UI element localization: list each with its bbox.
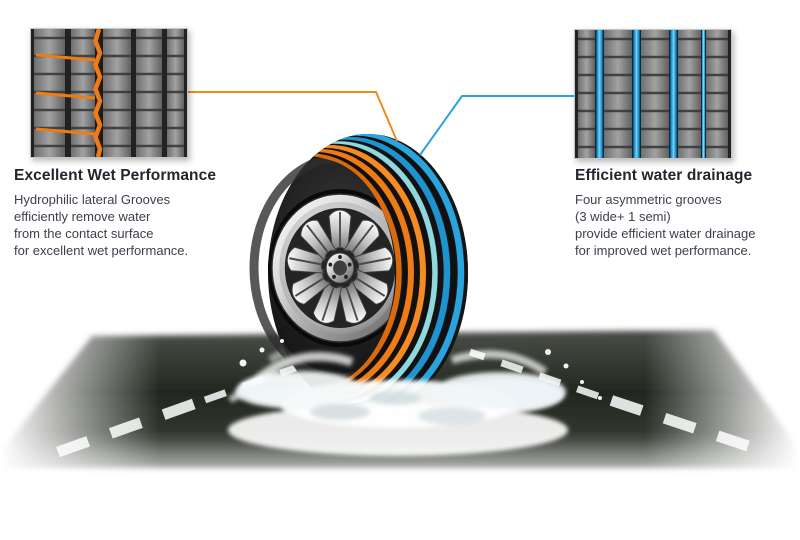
tire: [210, 128, 475, 420]
right-callout-line-4: for improved wet performance.: [575, 243, 752, 258]
right-callout-title: Efficient water drainage: [575, 167, 753, 184]
right-callout-text: Efficient water drainage Four asymmetric…: [575, 167, 797, 259]
right-callout-line-3: provide efficient water drainage: [575, 226, 756, 241]
water-droplets: [239, 339, 602, 400]
tread-ribs: [34, 29, 184, 157]
left-tread-closeup-image: [30, 28, 188, 158]
left-callout-line-1: Hydrophilic lateral Grooves: [14, 192, 171, 207]
left-callout-line-3: from the contact surface: [14, 226, 154, 241]
drainage-blue-grooves: [595, 30, 706, 158]
tread-ribs: [578, 30, 728, 158]
left-callout-line: [186, 91, 398, 142]
right-callout-line-1: Four asymmetric grooves: [575, 192, 722, 207]
right-callout-line: [419, 95, 574, 156]
left-callout-line-2: efficiently remove water: [14, 209, 151, 224]
water-splash-front: [228, 350, 568, 456]
blue-tread-graphic: [575, 30, 731, 158]
orange-tread-graphic: [31, 29, 187, 157]
left-callout-line-4: for excellent wet performance.: [14, 243, 189, 258]
hydrophilic-orange-grooves: [35, 29, 103, 157]
left-callout-text: Excellent Wet Performance Hydrophilic la…: [14, 167, 259, 259]
right-callout-line-2: (3 wide+ 1 semi): [575, 209, 671, 224]
left-callout-title: Excellent Wet Performance: [14, 167, 217, 184]
wet-road: [0, 315, 800, 540]
right-tread-closeup-image: [574, 29, 732, 159]
